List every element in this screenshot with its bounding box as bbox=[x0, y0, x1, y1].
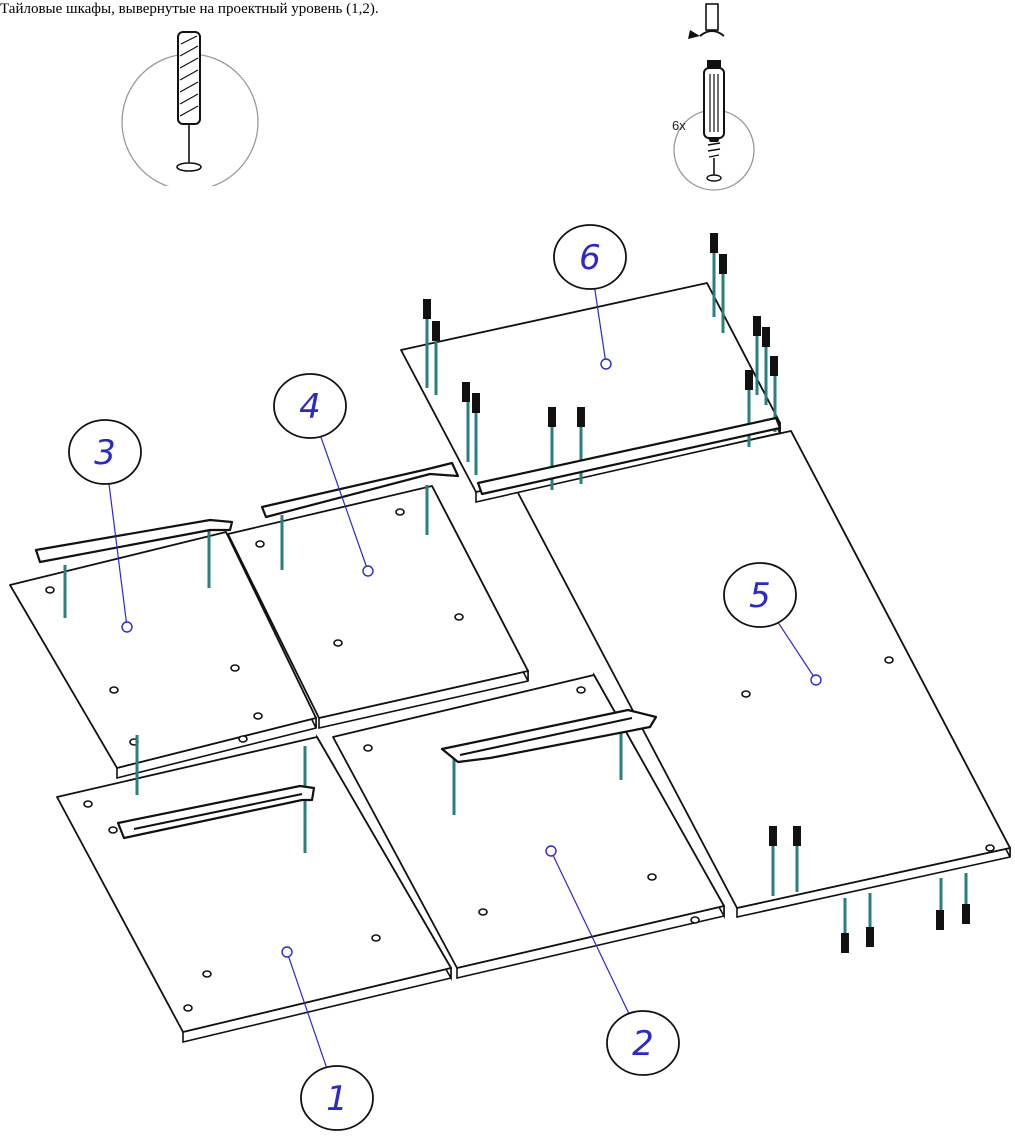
part-callouts: 1 2 3 4 5 6 bbox=[68, 224, 822, 1131]
cam-bolt-icon bbox=[423, 299, 431, 319]
panel-1-hole bbox=[108, 826, 118, 834]
panel-4-hole bbox=[255, 540, 265, 548]
rail-panel-4 bbox=[260, 461, 460, 519]
panel-3-hole bbox=[238, 735, 248, 743]
panel-3-hole bbox=[230, 664, 240, 672]
panel-2 bbox=[332, 671, 725, 980]
panel-2-hole bbox=[363, 744, 373, 752]
panel-2-number: 2 bbox=[632, 1024, 654, 1064]
panel-1-number: 1 bbox=[326, 1079, 348, 1119]
panel-5-anchor-dot bbox=[810, 674, 822, 686]
panel-5-hole bbox=[985, 844, 995, 852]
panel-5-number-bubble bbox=[723, 562, 797, 628]
dowel-step bbox=[121, 31, 259, 196]
cam-bolt-icon bbox=[745, 370, 753, 390]
panel-1-callout: 1 bbox=[281, 946, 374, 1131]
panel-1-hole bbox=[183, 1004, 193, 1012]
cam-bolt-icon bbox=[719, 254, 727, 274]
cam-bolt-icon bbox=[962, 904, 970, 924]
panels bbox=[9, 282, 1011, 1044]
panel-2-hole bbox=[647, 873, 657, 881]
panel-4-hole bbox=[454, 613, 464, 621]
panel-1-top-face bbox=[56, 736, 452, 1033]
panel-6-anchor-dot bbox=[600, 358, 612, 370]
panel-2-number-bubble bbox=[606, 1010, 680, 1076]
panel-5-number: 5 bbox=[749, 576, 771, 616]
panel-2-callout: 2 bbox=[545, 845, 680, 1076]
fittings bbox=[34, 233, 970, 953]
panel-4-hole bbox=[395, 508, 405, 516]
diagram-caption: Тайловые шкафы, вывернутые на проектный … bbox=[0, 1, 379, 17]
panel-3-number: 3 bbox=[94, 433, 116, 473]
panel-2-hole bbox=[478, 908, 488, 916]
panel-4-anchor-dot bbox=[362, 565, 374, 577]
panel-1 bbox=[56, 734, 452, 1044]
panel-2-anchor-dot bbox=[545, 845, 557, 857]
panel-2-top-face bbox=[332, 674, 725, 969]
wooden-dowel-icon bbox=[176, 31, 202, 172]
panel-3-hole bbox=[45, 586, 55, 594]
cam-bolt-icon bbox=[548, 407, 556, 427]
panel-4-callout: 4 bbox=[273, 373, 374, 577]
panel-1-hole bbox=[202, 970, 212, 978]
panel-4-top-face bbox=[227, 485, 529, 719]
screw-count-label: 6x bbox=[672, 118, 686, 133]
bracket-panel-1-bar bbox=[133, 793, 303, 830]
panel-3-hole bbox=[109, 686, 119, 694]
panel-4 bbox=[227, 485, 529, 729]
cam-bolt-icon bbox=[769, 826, 777, 846]
panel-5-callout: 5 bbox=[723, 562, 822, 686]
cam-bolt-icon bbox=[936, 910, 944, 930]
panel-6-number: 6 bbox=[579, 238, 601, 278]
panel-1-hole bbox=[83, 800, 93, 808]
rail-panel-3 bbox=[34, 518, 234, 564]
cam-bolt-icon bbox=[710, 233, 718, 253]
panel-1-hole bbox=[371, 934, 381, 942]
cam-bolt-screwdriver-icon bbox=[688, 3, 725, 182]
panel-3-hole bbox=[253, 712, 263, 720]
panel-6-number-bubble bbox=[553, 224, 627, 290]
panel-4-hole bbox=[333, 639, 343, 647]
panel-3-top-face bbox=[9, 531, 317, 769]
panel-1-anchor-dot bbox=[281, 946, 293, 958]
screw-step: 6x bbox=[672, 3, 755, 191]
panel-2-hole bbox=[690, 916, 700, 924]
panel-5 bbox=[516, 430, 1011, 918]
cam-bolt-icon bbox=[432, 321, 440, 341]
rail-panel-6 bbox=[476, 416, 782, 496]
panel-3-callout: 3 bbox=[68, 419, 142, 633]
panel-6-callout: 6 bbox=[553, 224, 627, 370]
panel-3 bbox=[9, 531, 317, 780]
panel-5-hole bbox=[741, 690, 751, 698]
cam-bolt-icon bbox=[762, 327, 770, 347]
panel-3-anchor-dot bbox=[121, 621, 133, 633]
cam-bolt-icon bbox=[770, 356, 778, 376]
panel-2-leader-line bbox=[550, 850, 644, 1044]
panel-4-number: 4 bbox=[299, 387, 321, 427]
cam-bolt-icon bbox=[866, 927, 874, 947]
cam-bolt-icon bbox=[472, 393, 480, 413]
panel-5-hole bbox=[884, 656, 894, 664]
cam-bolt-icon bbox=[577, 407, 585, 427]
panel-2-hole bbox=[576, 686, 586, 694]
bracket-panel-2-bar bbox=[459, 717, 633, 756]
cam-bolt-icon bbox=[462, 382, 470, 402]
cam-bolt-icon bbox=[793, 826, 801, 846]
cam-bolt-icon bbox=[753, 316, 761, 336]
panel-3-number-bubble bbox=[68, 419, 142, 485]
panel-1-number-bubble bbox=[300, 1065, 374, 1131]
panel-4-number-bubble bbox=[273, 373, 347, 439]
cam-bolt-icon bbox=[841, 933, 849, 953]
